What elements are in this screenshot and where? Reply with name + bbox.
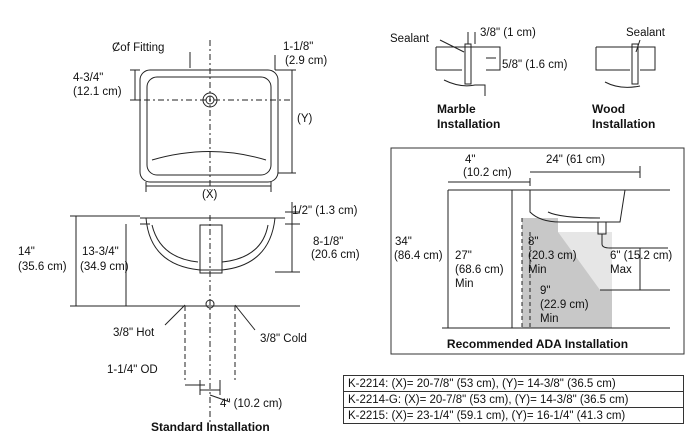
spec-row-k2214g: K-2214-G: (X)= 20-7/8" (53 cm), (Y)= 14-… <box>343 391 684 408</box>
wood-sealant-label: Sealant <box>626 27 666 39</box>
drain-od-label: 1-1/4" OD <box>107 364 158 376</box>
ada-4-label: 4" <box>465 154 476 166</box>
ada-8-min: Min <box>528 264 547 276</box>
height-14-metric: (35.6 cm) <box>18 261 67 273</box>
ada-frame <box>390 147 685 355</box>
sink-top-view <box>130 40 290 190</box>
marble-sealant-label: Sealant <box>390 33 430 45</box>
ada-8-metric: (20.3 cm) <box>528 250 577 262</box>
ada-27-label: 27" <box>455 250 472 262</box>
wood-detail <box>595 39 656 88</box>
height-14-label: 14" <box>18 246 35 258</box>
ada-6-label: 6" (15.2 cm) <box>610 250 673 262</box>
ada-27-min: Min <box>455 278 474 290</box>
side-offset-metric: (2.9 cm) <box>285 55 328 67</box>
spec-row-k2215: K-2215: (X)= 23-1/4" (59.1 cm), (Y)= 16-… <box>343 407 684 424</box>
dimension-lines-front <box>70 202 300 403</box>
supply-spacing-label: 4" (10.2 cm) <box>220 398 283 410</box>
ada-27-metric: (68.6 cm) <box>455 264 504 276</box>
ada-8-label: 8" <box>528 236 539 248</box>
y-dimension-label: (Y) <box>297 113 313 125</box>
ada-4-metric: (10.2 cm) <box>463 167 512 179</box>
marble-title-line1: Marble <box>437 102 476 116</box>
height-13-metric: (34.9 cm) <box>80 261 129 273</box>
marble-5-8-label: 5/8" (1.6 cm) <box>502 59 568 71</box>
hot-supply-label: 3/8" Hot <box>113 327 155 339</box>
ada-24-label: 24" (61 cm) <box>546 154 606 166</box>
cold-supply-label: 3/8" Cold <box>260 333 307 345</box>
height-13-label: 13-3/4" <box>82 246 119 258</box>
side-offset-label: 1-1/8" <box>283 41 314 53</box>
wood-title-line1: Wood <box>592 102 626 116</box>
ada-34-label: 34" <box>395 236 412 248</box>
marble-title-line2: Installation <box>437 117 501 131</box>
depth-label: 8-1/8" <box>313 236 344 248</box>
depth-metric: (20.6 cm) <box>311 249 360 261</box>
dimension-lines-top <box>130 52 296 192</box>
ada-6-max: Max <box>610 264 632 276</box>
marble-detail <box>435 32 501 96</box>
spec-row-k2214: K-2214: (X)= 20-7/8" (53 cm), (Y)= 14-3/… <box>343 375 684 392</box>
ada-9-metric: (22.9 cm) <box>540 299 589 311</box>
ada-9-min: Min <box>540 313 559 325</box>
ada-9-label: 9" <box>540 285 551 297</box>
rim-dimension-label: 1/2" (1.3 cm) <box>292 205 358 217</box>
ada-installation-title: Recommended ADA Installation <box>446 337 629 351</box>
fitting-centerline-label: Ȼof Fitting <box>112 42 165 54</box>
drain-offset-label: 4-3/4" <box>73 72 104 84</box>
standard-installation-title: Standard Installation <box>151 420 270 434</box>
x-dimension-label: (X) <box>202 189 218 201</box>
wood-title-line2: Installation <box>592 117 656 131</box>
ada-drawing <box>442 166 670 329</box>
marble-3-8-label: 3/8" (1 cm) <box>480 27 536 39</box>
sink-front-view <box>140 215 285 425</box>
drain-offset-metric: (12.1 cm) <box>73 86 122 98</box>
ada-34-metric: (86.4 cm) <box>394 250 443 262</box>
